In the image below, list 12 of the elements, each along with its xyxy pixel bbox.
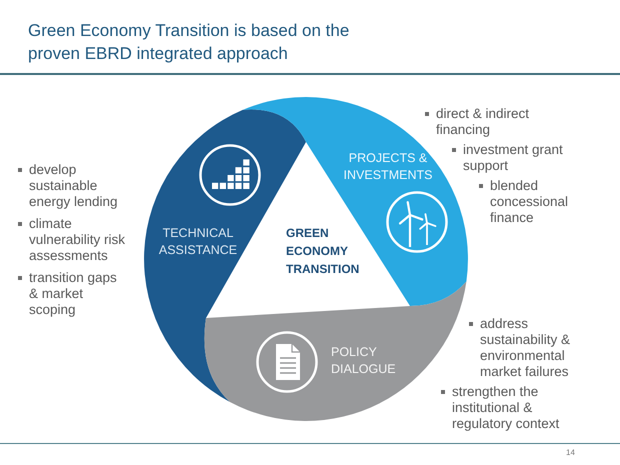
slide-title: Green Economy Transition is based on the proven EBRD integrated approach <box>28 20 350 65</box>
page-number: 14 <box>566 448 575 458</box>
hub-title: GREEN ECONOMY TRANSITION <box>286 224 370 278</box>
bullet-item: address sustainability & environmental market failures <box>468 316 600 380</box>
segment-title: POLICY DIALOGUE <box>331 344 397 378</box>
bullet-item: transition gaps & market scoping <box>17 270 128 318</box>
bullet-item: strengthen the institutional & regulatory context <box>440 384 582 432</box>
bullet-item: develop sustainable energy lending <box>17 162 128 210</box>
segment-title: TECHNICAL ASSISTANCE <box>158 225 238 259</box>
bullet-item: blended concessional finance <box>478 178 590 226</box>
segment-title: PROJECTS & INVESTMENTS <box>342 150 434 184</box>
bullet-item: climate vulnerability risk assessments <box>17 216 128 264</box>
